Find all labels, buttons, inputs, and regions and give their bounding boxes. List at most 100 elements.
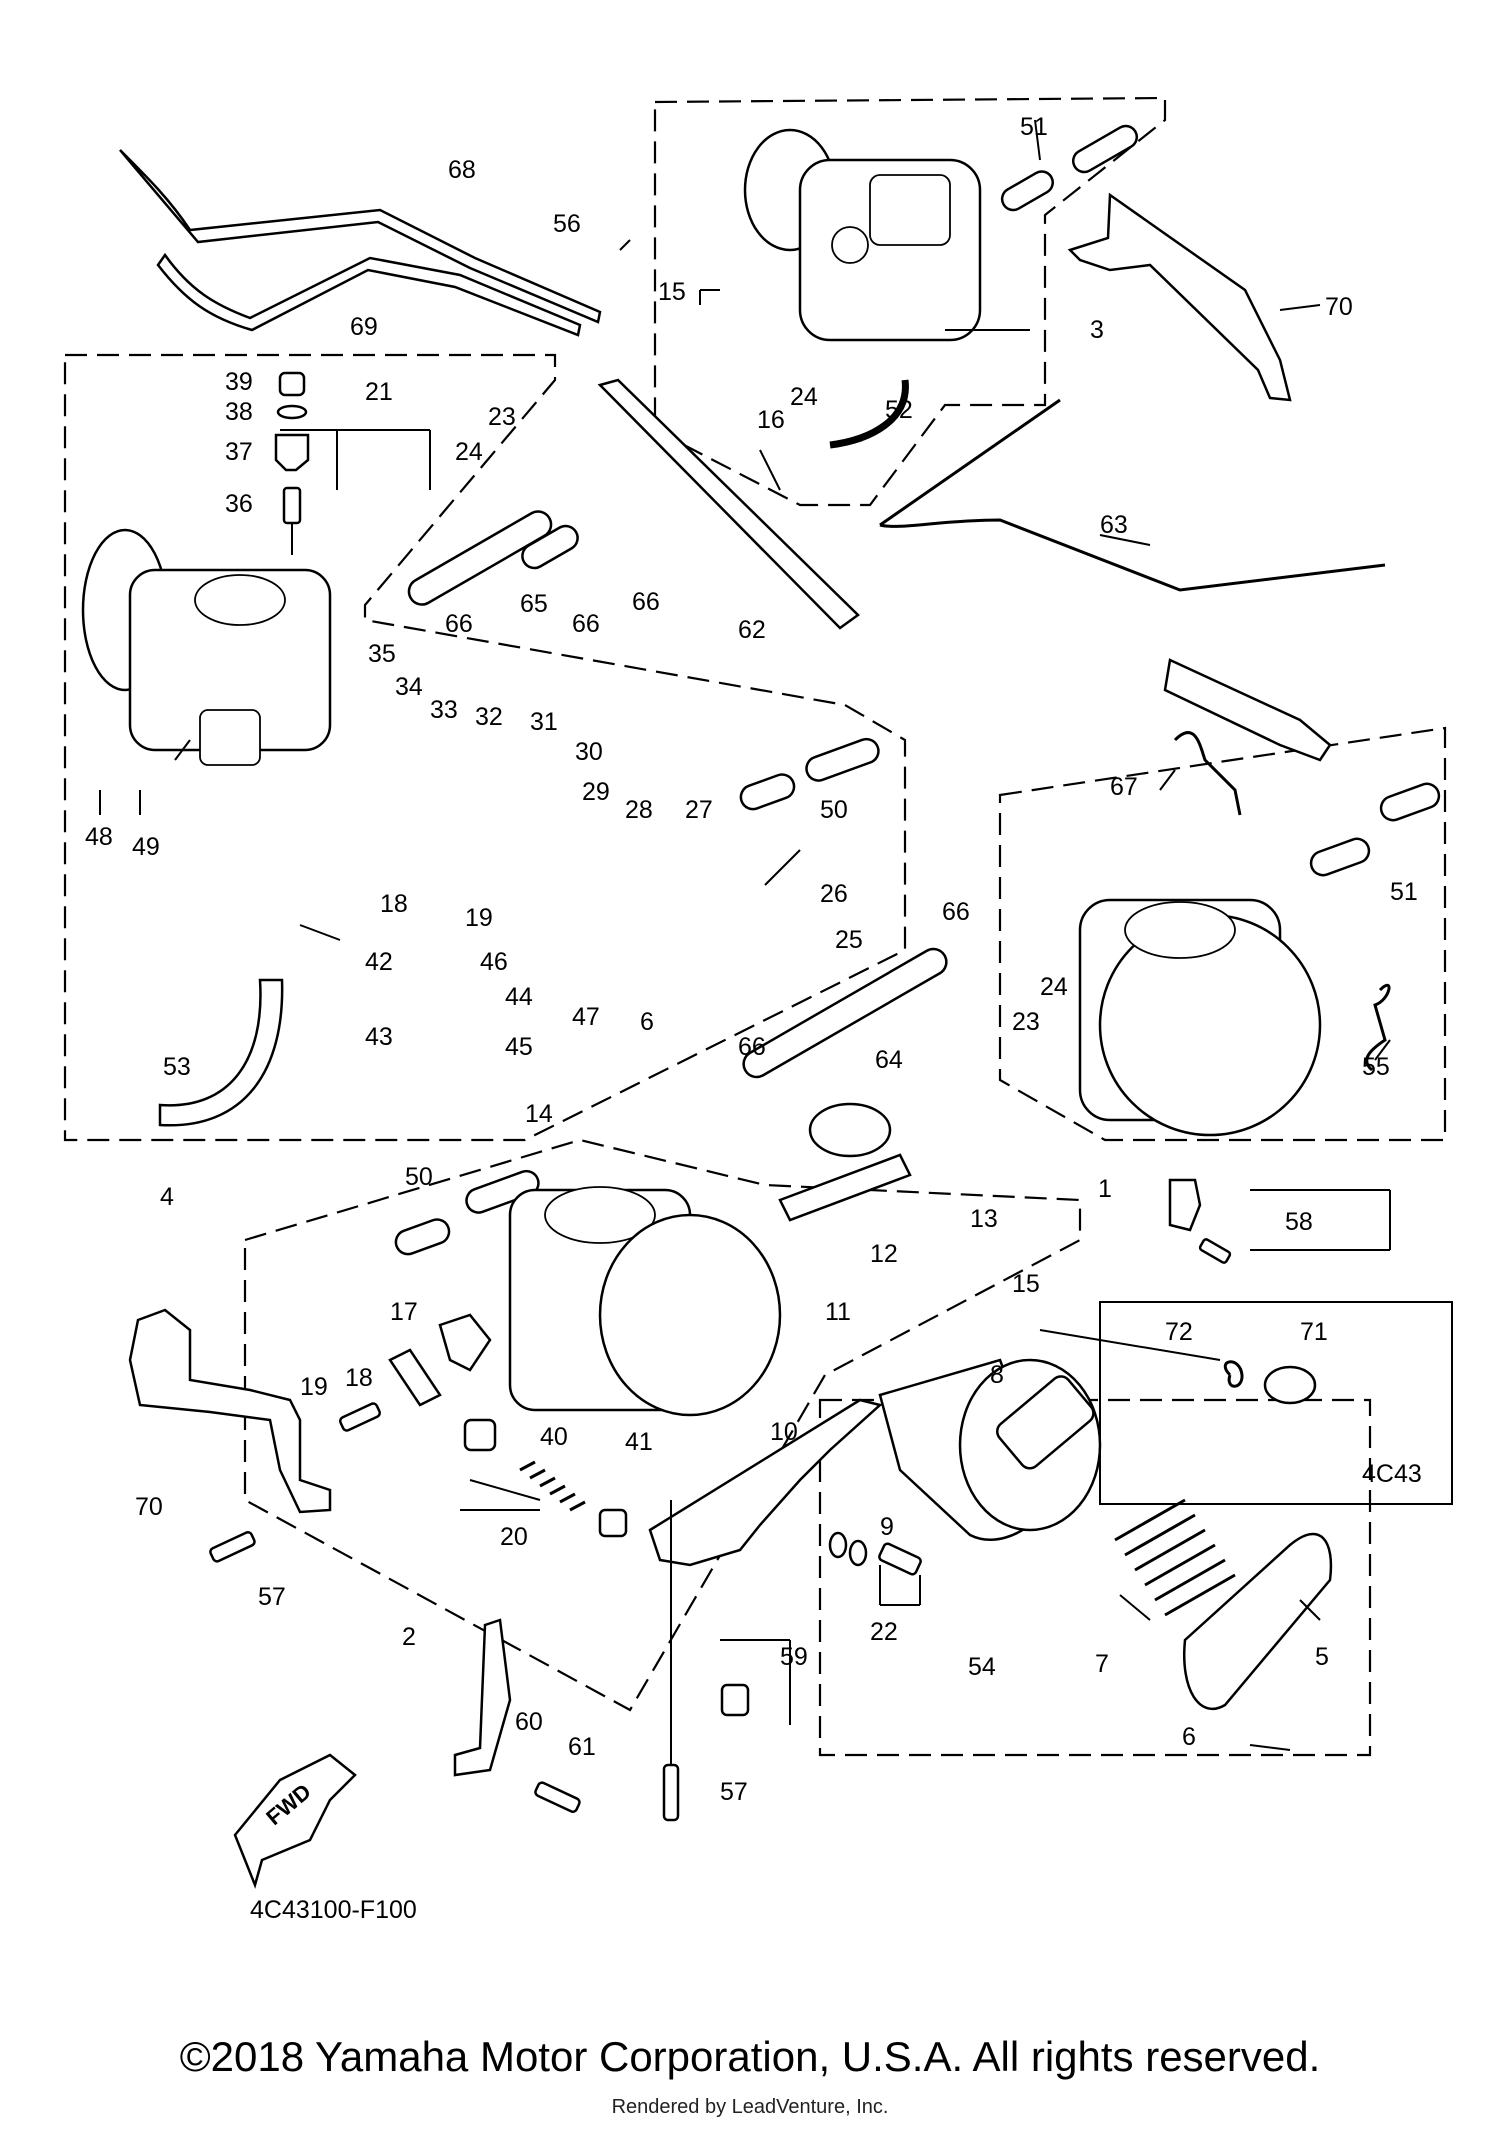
callout-11: 11 (825, 1298, 851, 1326)
bolt-57-bottom (662, 1763, 680, 1822)
screw-stack-22 (828, 1531, 922, 1576)
callout-26: 26 (820, 880, 848, 908)
callout-13: 13 (970, 1205, 998, 1233)
screw-36 (282, 486, 302, 525)
callout-12: 12 (870, 1240, 898, 1268)
inset-box-4c43 (1099, 1301, 1453, 1505)
callout-35: 35 (368, 640, 396, 668)
callout-69: 69 (350, 313, 378, 341)
callout-63: 63 (1100, 511, 1128, 539)
callout-18a: 18 (380, 890, 408, 918)
callout-10: 10 (770, 1418, 798, 1446)
callout-68: 68 (448, 156, 476, 184)
hose-52 (829, 379, 909, 449)
callout-18b: 18 (345, 1364, 373, 1392)
callout-47: 47 (572, 1003, 600, 1031)
copyright-text: ©2018 Yamaha Motor Corporation, U.S.A. A… (179, 2033, 1321, 2080)
callout-36: 36 (225, 490, 253, 518)
callout-66c: 66 (632, 588, 660, 616)
callout-56: 56 (553, 210, 581, 238)
lever-58 (1168, 1178, 1202, 1232)
fwd-arrow: FWD (233, 1753, 357, 1889)
callout-14: 14 (525, 1100, 553, 1128)
callout-45: 45 (505, 1033, 533, 1061)
callout-19a: 19 (465, 904, 493, 932)
bracket-60 (453, 1618, 512, 1777)
fuel-hose-69 (156, 252, 582, 337)
callout-24c: 24 (1040, 973, 1068, 1001)
hose-51-right-a (1309, 837, 1371, 877)
callout-30: 30 (575, 738, 603, 766)
lever-18 (388, 1348, 442, 1407)
bracket-70-left (128, 1308, 332, 1514)
piston-assembly-12-13 (778, 1102, 912, 1222)
callout-2: 2 (402, 1623, 416, 1651)
carburetor-3 (743, 128, 982, 342)
bracket-70-top (1067, 192, 1292, 402)
callout-57b: 57 (720, 1778, 748, 1806)
bolt-57-left (209, 1531, 256, 1563)
callout-57a: 57 (258, 1583, 286, 1611)
hose-51-right-b (1379, 782, 1441, 822)
callout-52: 52 (885, 396, 913, 424)
callout-58: 58 (1285, 1208, 1313, 1236)
link-62 (597, 378, 860, 630)
carburetor-2 (508, 1186, 782, 1417)
bolt-61 (534, 1781, 581, 1813)
callout-3: 3 (1090, 316, 1104, 344)
callout-17: 17 (390, 1298, 418, 1326)
lever-63 (1163, 658, 1332, 762)
callout-1: 1 (1098, 1175, 1112, 1203)
callout-41: 41 (625, 1428, 653, 1456)
cap-71 (1263, 1365, 1317, 1405)
callout-23a: 23 (488, 403, 516, 431)
inset-label: 4C43 (1362, 1460, 1422, 1488)
hose-50-upper-a (739, 773, 796, 811)
callout-21: 21 (365, 378, 393, 406)
callout-40: 40 (540, 1423, 568, 1451)
callout-15b: 15 (1012, 1270, 1040, 1298)
callout-54: 54 (968, 1653, 996, 1681)
leader-lines (99, 119, 1391, 1751)
part-code: 4C43100-F100 (250, 1896, 417, 1924)
callout-32: 32 (475, 703, 503, 731)
hose-50-lower-b (465, 1169, 540, 1214)
pipe-65-a (407, 510, 553, 606)
callout-67: 67 (1110, 773, 1138, 801)
callout-27: 27 (685, 796, 713, 824)
clip-55 (1365, 983, 1391, 1072)
callout-51b: 51 (1390, 878, 1418, 906)
callout-37: 37 (225, 438, 253, 466)
hose-50-lower-a (394, 1218, 451, 1256)
clip-67 (1173, 731, 1242, 816)
callout-70b: 70 (135, 1493, 163, 1521)
hose-51-top-b (1071, 124, 1139, 174)
screw-19 (338, 1402, 382, 1432)
rendered-by-text: Rendered by LeadVenture, Inc. (611, 2096, 889, 2118)
callout-48: 48 (85, 823, 113, 851)
bracket-lower (648, 1398, 883, 1567)
callout-numbers: 1 2 3 4 5 6 6 7 8 9 10 11 12 13 14 15 15… (85, 113, 1418, 1806)
callout-66a: 66 (445, 610, 473, 638)
callout-6b: 6 (1182, 1723, 1196, 1751)
callout-64: 64 (875, 1046, 903, 1074)
clip-72 (1223, 1360, 1244, 1388)
callout-51a: 51 (1020, 113, 1048, 141)
callout-66e: 66 (738, 1033, 766, 1061)
assembly-box-3 (653, 96, 1167, 507)
callout-39: 39 (225, 368, 253, 396)
callout-25: 25 (835, 926, 863, 954)
callout-66d: 66 (942, 898, 970, 926)
callout-24a: 24 (455, 438, 483, 466)
callout-71: 71 (1300, 1318, 1328, 1346)
assembly-box-1 (998, 726, 1447, 1142)
cap-39 (278, 371, 306, 397)
callout-23b: 23 (1012, 1008, 1040, 1036)
callout-70a: 70 (1325, 293, 1353, 321)
callout-7: 7 (1095, 1650, 1109, 1678)
callout-24b: 24 (790, 383, 818, 411)
hose-50-upper-b (805, 737, 880, 782)
callout-29: 29 (582, 778, 610, 806)
callout-16: 16 (757, 406, 785, 434)
